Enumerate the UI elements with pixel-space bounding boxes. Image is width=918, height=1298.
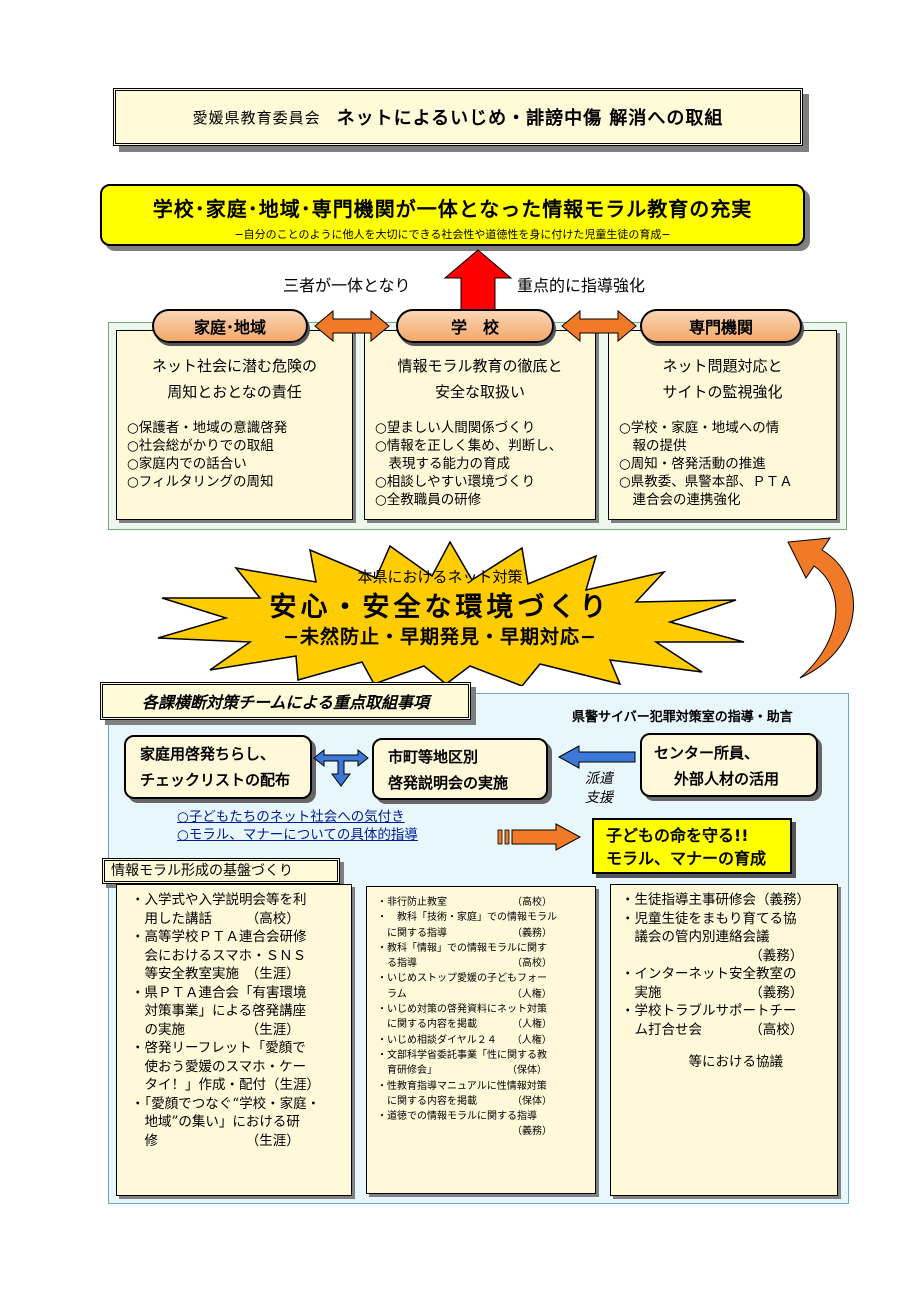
box-flyer-checklist: 家庭用啓発ちらし、チェックリストの配布 bbox=[124, 735, 312, 799]
awareness-list: ○子どもたちのネット社会への気付き ○モラル、マナーについての具体的指導 bbox=[177, 808, 418, 844]
central-message: 本県におけるネット対策 安心・安全な環境づくり −未然防止・早期発見・早期対応− bbox=[180, 566, 700, 649]
list-item: ・児童生徒をまもり育てる協 bbox=[621, 910, 797, 927]
list-item: ○家庭内での話合い bbox=[127, 456, 247, 472]
base-list-middle: ・非行防止教室 （高校） ・ 教科「技術・家庭」での情報モラル に関する指導 （… bbox=[366, 886, 596, 1194]
list-item: ム打合せ会 （高校） bbox=[621, 1021, 804, 1038]
left-arrow-icon bbox=[557, 745, 636, 769]
list-item: ・非行防止教室 （高校） bbox=[377, 897, 552, 908]
central-message-title: 安心・安全な環境づくり bbox=[269, 592, 611, 623]
list-item: ・啓発リーフレット「愛顔で bbox=[131, 1040, 306, 1056]
list-item: ○望ましい人間関係づくり bbox=[375, 420, 536, 436]
list-item: ○フィルタリングの周知 bbox=[127, 474, 274, 490]
list-item: 使おう愛媛のスマホ・ケー bbox=[131, 1058, 307, 1075]
label-unite: 三者が一体となり bbox=[283, 276, 411, 295]
double-arrow-icon bbox=[561, 309, 637, 343]
list-item: ○周知・啓発活動の推進 bbox=[619, 456, 766, 472]
oval-school: 学 校 bbox=[396, 309, 554, 343]
central-message-sub: −未然防止・早期発見・早期対応− bbox=[283, 626, 597, 648]
list-item: 実施 （義務） bbox=[621, 984, 804, 1001]
organization-name: 愛媛県教育委員会 bbox=[192, 108, 321, 127]
list-item: 会におけるスマホ・ＳＮＳ bbox=[131, 947, 307, 964]
list-item: ○県教委、県警本部、ＰＴＡ bbox=[619, 474, 793, 490]
list-item: ・性教育指導マニュアルに性情報対策 bbox=[377, 1080, 547, 1092]
list-item: 議会の管内別連絡会議 bbox=[621, 929, 770, 945]
list-item: ・学校トラブルサポートチー bbox=[621, 1003, 797, 1019]
list-item: ・教科「情報」での情報モラルに関す bbox=[377, 942, 547, 954]
base-list-right: ・生徒指導主事研修会（義務） ・児童生徒をまもり育てる協 議会の管内別連絡会議 … bbox=[610, 884, 838, 1196]
list-item: に関する内容を掲載 （保体） bbox=[377, 1095, 552, 1107]
base-title: 情報モラル形成の基盤づくり bbox=[102, 858, 340, 884]
curved-arrow-icon bbox=[787, 537, 854, 679]
cyber-guidance-note: 県警サイバー犯罪対策室の指導・助言 bbox=[572, 710, 793, 725]
list-item: ○保護者・地域の意識啓発 bbox=[127, 420, 288, 436]
list-item: ○モラル、マナーについての具体的指導 bbox=[177, 827, 418, 843]
central-message-lead: 本県におけるネット対策 bbox=[357, 568, 523, 586]
list-item: 育研修会」 （保体） bbox=[377, 1065, 547, 1077]
t-arrow-icon bbox=[313, 748, 369, 787]
list-item: に関する指導 （義務） bbox=[377, 927, 552, 939]
list-item: ・「愛顔でつなぐ“学校・家庭・ bbox=[131, 1095, 321, 1112]
column-home-community: ネット社会に潜む危険の周知とおとなの責任 ○保護者・地域の意識啓発 ○社会総がか… bbox=[116, 330, 353, 520]
list-item: 地域”の集い」における研 bbox=[131, 1114, 300, 1130]
list-item: の実施 （生涯） bbox=[131, 1021, 300, 1038]
list-item: 表現する能力の育成 bbox=[375, 456, 510, 472]
team-title: 各課横断対策チームによる重点取組事項 bbox=[100, 682, 471, 720]
goal-headline: 学校･家庭･地域･専門機関が一体となった情報モラル教育の充実 bbox=[152, 197, 753, 221]
goal-banner: 学校･家庭･地域･専門機関が一体となった情報モラル教育の充実 −自分のことのよう… bbox=[100, 184, 805, 246]
list-item: 等安全教室実施 （生涯） bbox=[131, 966, 300, 982]
base-list-left: ・入学式や入学説明会等を利 用した講話 （高校） ・高等学校ＰＴＡ連合会研修 会… bbox=[116, 884, 352, 1196]
list-item: ・高等学校ＰＴＡ連合会研修 bbox=[131, 929, 307, 945]
protect-children-box: 子どもの命を守る!!モラル、マナーの育成 bbox=[592, 818, 792, 874]
page-title-box: 愛媛県教育委員会 ネットによるいじめ・誹謗中傷 解消への取組 bbox=[113, 88, 803, 146]
list-item: ○相談しやすい環境づくり bbox=[375, 474, 536, 490]
oval-agencies: 専門機関 bbox=[640, 309, 802, 343]
list-item: 連合会の連携強化 bbox=[619, 492, 741, 508]
page-title: ネットによるいじめ・誹謗中傷 解消への取組 bbox=[336, 108, 724, 129]
list-item: ○情報を正しく集め、判断し、 bbox=[375, 438, 563, 454]
list-item: ・道徳での情報モラルに関する指導 bbox=[377, 1111, 537, 1123]
list-item: タイ！」作成・配付（生涯） bbox=[131, 1077, 320, 1093]
list-item: 対策事業」による啓発講座 bbox=[131, 1003, 307, 1019]
list-item: ○社会総がかりでの取組 bbox=[127, 438, 274, 454]
list-item: 報の提供 bbox=[619, 438, 687, 454]
column-agencies: ネット問題対応とサイトの監視強化 ○学校・家庭・地域への情 報の提供 ○周知・啓… bbox=[608, 330, 837, 520]
list-item: ・いじめ対策の啓発資料にネット対策 bbox=[377, 1004, 547, 1016]
double-arrow-icon bbox=[314, 309, 390, 343]
list-item: ・入学式や入学説明会等を利 bbox=[131, 892, 307, 908]
striped-right-arrow-icon bbox=[497, 823, 582, 851]
label-strengthen: 重点的に指導強化 bbox=[517, 276, 646, 295]
goal-subline: −自分のことのように他人を大切にできる社会性や道徳性を身に付けた児童生徒の育成− bbox=[234, 228, 671, 241]
list-item: ○全教職員の研修 bbox=[375, 492, 482, 508]
column-school: 情報モラル教育の徹底と安全な取扱い ○望ましい人間関係づくり ○情報を正しく集め… bbox=[364, 330, 596, 520]
list-item bbox=[621, 1039, 837, 1053]
oval-home-community: 家庭･地域 bbox=[152, 309, 308, 343]
list-item: ・ 教科「技術・家庭」での情報モラル bbox=[377, 912, 557, 924]
list-item: ・いじめストップ愛媛の子どもフォー bbox=[377, 973, 547, 985]
list-item: 等における協議 bbox=[621, 1054, 783, 1070]
list-item: （義務） bbox=[621, 947, 804, 964]
list-item: ・生徒指導主事研修会（義務） bbox=[621, 892, 810, 908]
list-item: 用した講話 （高校） bbox=[131, 910, 300, 927]
list-item: ラム （人権） bbox=[377, 988, 552, 1000]
list-item: ・県ＰＴＡ連合会「有害環境 bbox=[131, 984, 307, 1001]
list-item: 修 （生涯） bbox=[131, 1132, 300, 1149]
dispatch-support-label: 派遣支援 bbox=[585, 771, 613, 806]
list-item: る指導 （高校） bbox=[377, 958, 552, 970]
list-item: （義務） bbox=[377, 1126, 552, 1138]
list-item: ・文部科学省委託事業「性に関する教 bbox=[377, 1049, 547, 1061]
box-district-sessions: 市町等地区別啓発説明会の実施 bbox=[372, 738, 548, 800]
list-item: ○学校・家庭・地域への情 bbox=[619, 420, 780, 436]
list-item: ・いじめ相談ダイヤル２４ （人権） bbox=[377, 1034, 552, 1046]
box-external-staff: センター所員、外部人材の活用 bbox=[640, 733, 818, 797]
list-item: ○子どもたちのネット社会への気付き bbox=[177, 809, 405, 825]
list-item: ・インターネット安全教室の bbox=[621, 966, 797, 982]
list-item: に関する内容を掲載 （人権） bbox=[377, 1019, 552, 1031]
